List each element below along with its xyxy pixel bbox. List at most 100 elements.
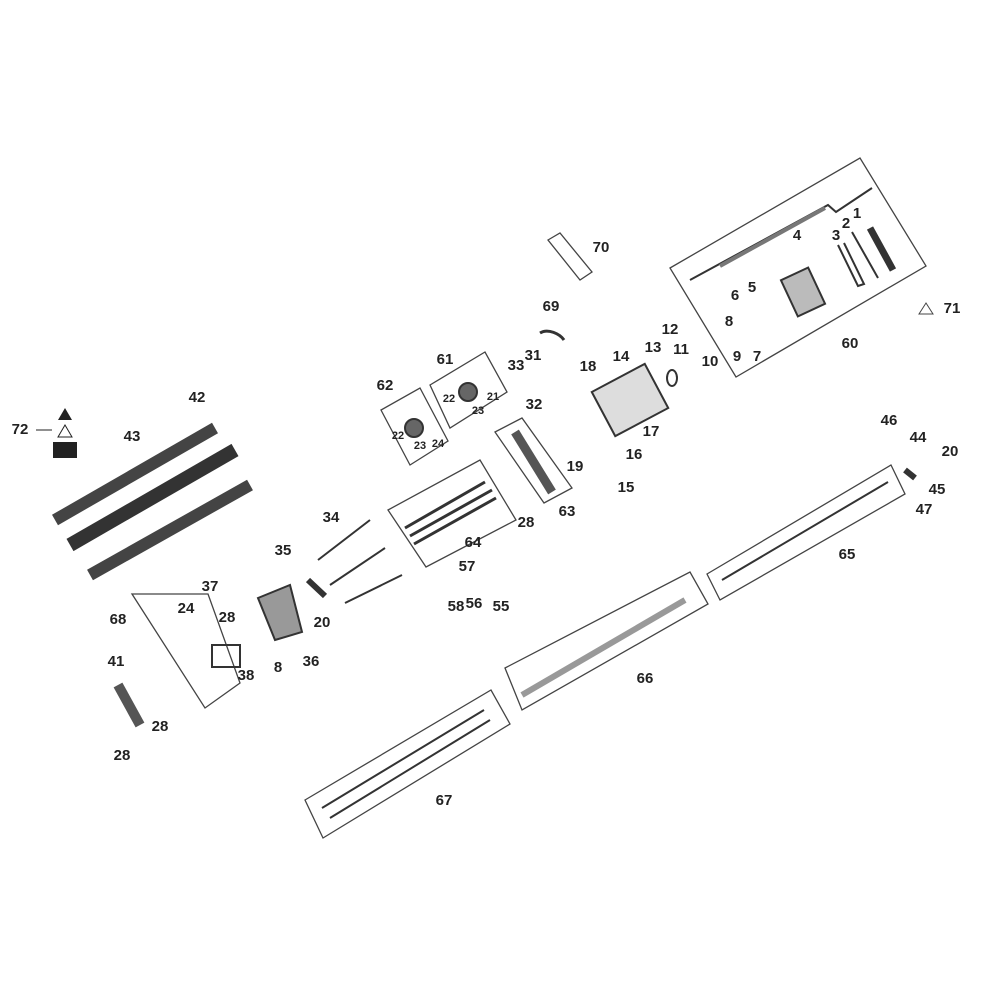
part-label-22: 22	[443, 393, 455, 405]
warning-triangle-icon	[58, 408, 72, 420]
part-64-frame	[404, 480, 497, 546]
part-label-57: 57	[459, 558, 476, 575]
part-67-track	[321, 709, 491, 819]
parts	[52, 187, 917, 819]
part-label-17: 17	[643, 423, 660, 440]
part-label-72: 72	[12, 421, 29, 438]
box-67	[304, 689, 511, 839]
part-label-28: 28	[219, 609, 236, 626]
part-label-16: 16	[626, 446, 643, 463]
part-label-7: 7	[753, 348, 761, 365]
part-34-rods	[317, 519, 403, 604]
part-label-8: 8	[725, 313, 733, 330]
part-label-44: 44	[910, 429, 927, 446]
part-label-5: 5	[748, 279, 756, 296]
part-14-housing	[590, 362, 670, 438]
part-label-28: 28	[518, 514, 535, 531]
part-label-66: 66	[637, 670, 654, 687]
box-65	[706, 464, 906, 601]
part-label-35: 35	[275, 542, 292, 559]
part-label-41: 41	[108, 653, 125, 670]
part-label-34: 34	[323, 509, 340, 526]
part-38-block	[211, 644, 241, 668]
part-label-20: 20	[942, 443, 959, 460]
box-60	[669, 157, 927, 378]
part-label-28: 28	[152, 718, 169, 735]
part-label-13: 13	[645, 339, 662, 356]
part-label-23: 23	[472, 405, 484, 417]
part-label-45: 45	[929, 481, 946, 498]
warning-triangle-71-icon	[918, 302, 934, 315]
part-label-36: 36	[303, 653, 320, 670]
part-41-handle	[113, 682, 145, 728]
part-label-3: 3	[832, 227, 840, 244]
part-label-22: 22	[392, 430, 404, 442]
part-label-15: 15	[618, 479, 635, 496]
part-43-rail-c	[87, 479, 253, 581]
part-35-gear	[305, 577, 328, 599]
part-label-2: 2	[842, 215, 850, 232]
part-label-11: 11	[673, 341, 689, 358]
part-label-43: 43	[124, 428, 141, 445]
part-46-cap	[903, 467, 917, 481]
box-61	[429, 351, 508, 429]
part-63-shaft	[511, 429, 556, 495]
part-label-10: 10	[702, 353, 719, 370]
part-label-70: 70	[593, 239, 610, 256]
part-43-rail-b	[66, 443, 239, 552]
part-69-clip	[539, 329, 566, 341]
part-label-6: 6	[731, 287, 739, 304]
part-65-tube	[721, 481, 889, 581]
part-60-bracket	[779, 266, 827, 318]
box-64	[387, 459, 517, 568]
part-label-65: 65	[839, 546, 856, 563]
part-3	[837, 242, 866, 288]
box-66	[504, 571, 709, 711]
part-label-46: 46	[881, 412, 898, 429]
part-label-58: 58	[448, 598, 465, 615]
part-4-sleeve	[719, 206, 826, 268]
part-label-64: 64	[465, 534, 482, 551]
part-label-1: 1	[853, 205, 861, 222]
part-label-63: 63	[559, 503, 576, 520]
part-label-31: 31	[525, 347, 542, 364]
part-label-67: 67	[436, 792, 453, 809]
part-label-24: 24	[432, 438, 445, 450]
part-66-tube	[520, 597, 687, 698]
part-label-28: 28	[114, 747, 131, 764]
part-label-19: 19	[567, 458, 584, 475]
part-label-37: 37	[202, 578, 219, 595]
part-label-9: 9	[733, 348, 741, 365]
part-label-56: 56	[466, 595, 483, 612]
part-2	[851, 231, 879, 279]
part-label-71: 71	[944, 300, 961, 317]
part-70-strip	[547, 232, 593, 281]
part-label-8: 8	[274, 659, 282, 676]
part-label-12: 12	[662, 321, 679, 338]
warning-triangle-outline-icon	[57, 424, 73, 438]
part-36-housing	[256, 583, 304, 642]
part-label-42: 42	[189, 389, 206, 406]
part-label-60: 60	[842, 335, 859, 352]
part-label-14: 14	[613, 348, 630, 365]
part-label-55: 55	[493, 598, 510, 615]
part-43-rail-a	[52, 422, 218, 526]
part-label-23: 23	[414, 440, 426, 452]
box-63	[494, 417, 573, 504]
part-label-68: 68	[110, 611, 127, 628]
part-label-47: 47	[916, 501, 933, 518]
part-label-18: 18	[580, 358, 597, 375]
box-62	[380, 387, 449, 466]
part-label-69: 69	[543, 298, 560, 315]
part-label-38: 38	[238, 667, 255, 684]
manual-icon	[53, 442, 77, 458]
part-61-motor	[458, 382, 478, 402]
part-label-20: 20	[314, 614, 331, 631]
warning-icons	[36, 302, 934, 458]
box-68	[130, 593, 241, 709]
part-62-motor	[404, 418, 424, 438]
part-1	[866, 226, 897, 272]
